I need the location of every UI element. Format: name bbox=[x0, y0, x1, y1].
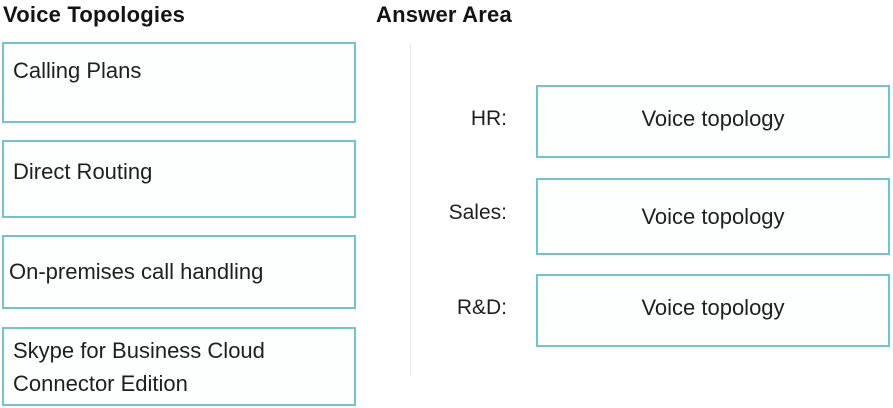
option-on-premises-call-handling[interactable]: On-premises call handling bbox=[2, 235, 356, 309]
option-label: Skype for Business Cloud Connector Editi… bbox=[13, 337, 265, 396]
column-divider bbox=[410, 44, 411, 376]
row-label-hr: HR: bbox=[470, 107, 507, 130]
drop-target-rd[interactable]: Voice topology bbox=[536, 274, 890, 347]
option-direct-routing[interactable]: Direct Routing bbox=[2, 140, 356, 218]
option-label: On-premises call handling bbox=[9, 259, 264, 284]
answer-area-title: Answer Area bbox=[376, 2, 512, 27]
drop-target-placeholder: Voice topology bbox=[641, 105, 785, 131]
option-label: Calling Plans bbox=[13, 58, 142, 83]
option-calling-plans[interactable]: Calling Plans bbox=[2, 42, 356, 123]
row-label-sales: Sales: bbox=[448, 201, 507, 224]
drop-target-placeholder: Voice topology bbox=[641, 294, 785, 320]
source-panel-title: Voice Topologies bbox=[3, 2, 186, 27]
row-label-rd: R&D: bbox=[456, 296, 507, 319]
drop-target-placeholder: Voice topology bbox=[641, 203, 785, 229]
option-label: Direct Routing bbox=[13, 159, 153, 184]
option-skype-for-business-cloud-connector[interactable]: Skype for Business Cloud Connector Editi… bbox=[2, 327, 356, 406]
drop-target-hr[interactable]: Voice topology bbox=[536, 85, 890, 158]
drop-target-sales[interactable]: Voice topology bbox=[536, 178, 890, 255]
